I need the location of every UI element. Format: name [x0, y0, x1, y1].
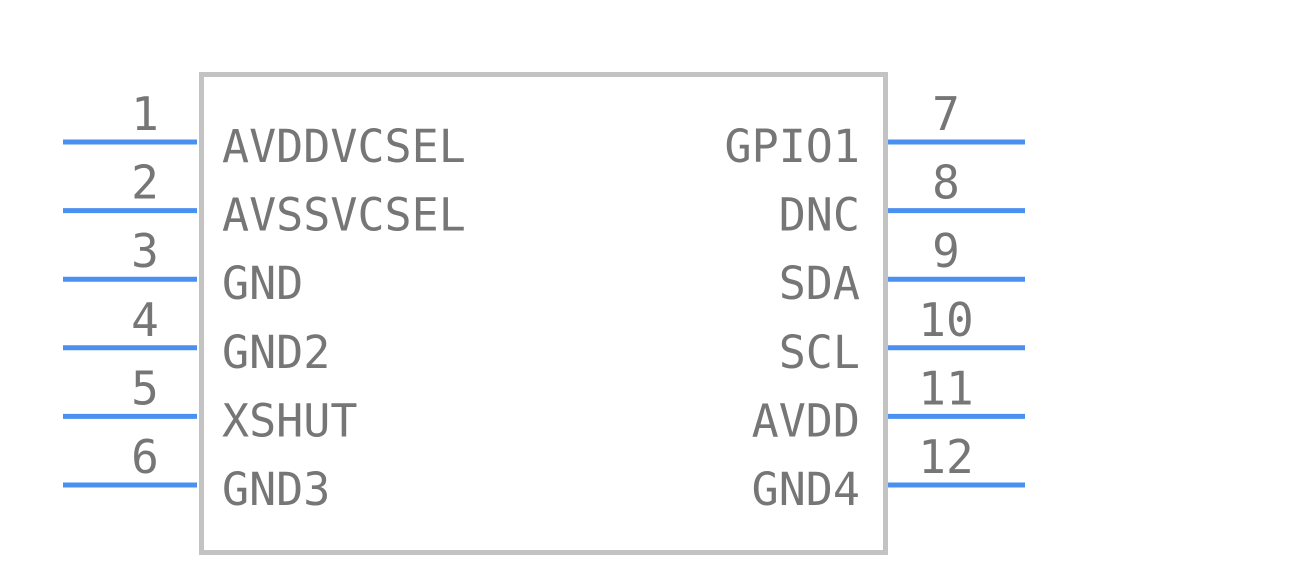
- pin-name: GND4: [752, 463, 860, 516]
- pin-name: AVDDVCSEL: [222, 120, 466, 173]
- component-body: [199, 72, 888, 555]
- pin-name: GND3: [222, 463, 330, 516]
- pin-name: GND: [222, 257, 303, 310]
- pin-name: AVDD: [752, 394, 860, 447]
- pin-number: 9: [932, 224, 960, 278]
- pin-number: 4: [131, 293, 159, 347]
- pin-number: 10: [918, 293, 973, 347]
- pin-name: SCL: [779, 326, 860, 379]
- pin-name: XSHUT: [222, 394, 357, 447]
- pin-name: AVSSVCSEL: [222, 189, 466, 242]
- pin-number: 1: [131, 87, 159, 141]
- pin-number: 8: [932, 156, 960, 210]
- pin-number: 5: [131, 361, 159, 415]
- pin-name: SDA: [779, 257, 860, 310]
- pin-name: DNC: [779, 189, 860, 242]
- pin-number: 2: [131, 156, 159, 210]
- pin-name: GPIO1: [725, 120, 860, 173]
- pin-number: 6: [131, 430, 159, 484]
- pin-number: 3: [131, 224, 159, 278]
- pin-number: 12: [918, 430, 973, 484]
- pin-name: GND2: [222, 326, 330, 379]
- pin-number: 11: [918, 361, 973, 415]
- pin-number: 7: [932, 87, 960, 141]
